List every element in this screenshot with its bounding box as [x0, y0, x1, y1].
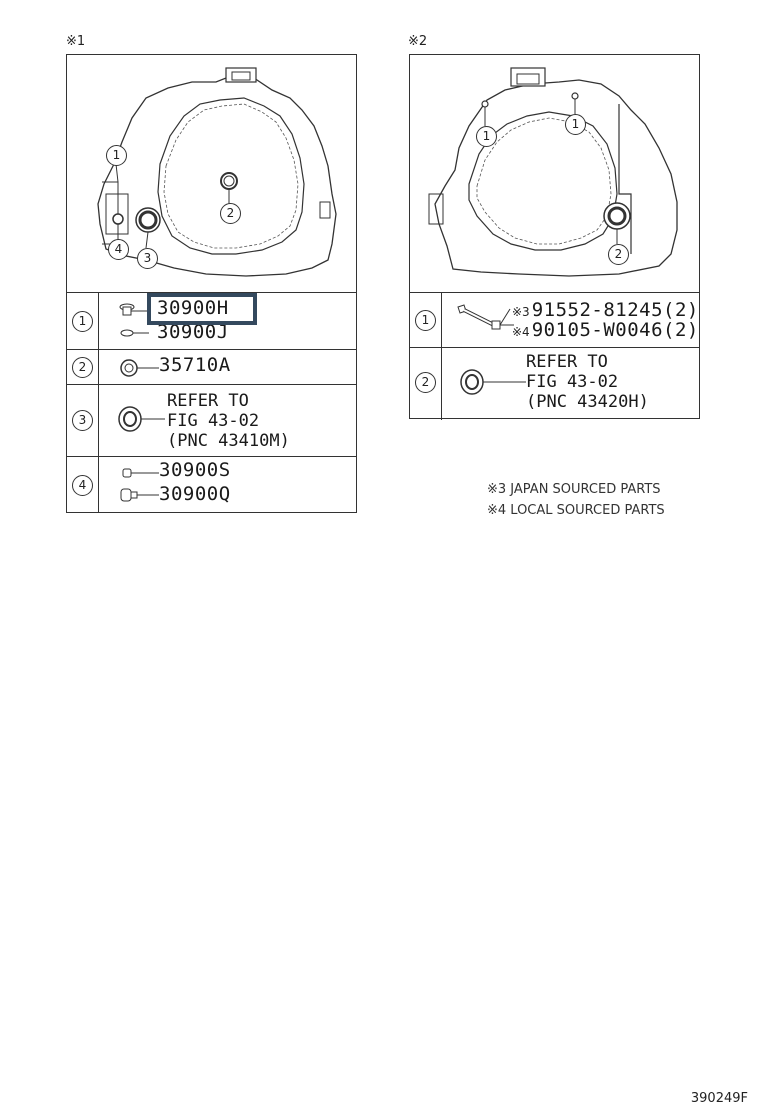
part-number-90105-W0046[interactable]: 90105-W0046(2): [531, 319, 699, 341]
part-number-91552-81245[interactable]: 91552-81245(2): [531, 299, 699, 321]
bolt-icon: [457, 304, 514, 330]
part-number-35710A[interactable]: 35710A: [159, 354, 231, 376]
oil-seal-icon: [460, 369, 526, 395]
panel1-note-label: ※1: [66, 34, 86, 49]
row-number: 1: [72, 311, 93, 332]
panel1-callout-1: 1: [106, 145, 127, 166]
table-row: 2 35710A: [67, 349, 356, 385]
part-number-30900Q[interactable]: 30900Q: [159, 483, 231, 505]
row-number: 3: [72, 410, 93, 431]
local-mark: ※4: [512, 325, 530, 339]
legend-japan-sourced: ※3 JAPAN SOURCED PARTS: [487, 482, 661, 497]
plug-icon: [120, 468, 159, 502]
row-number: 2: [415, 372, 436, 393]
panel1-parts-table: 1 30900H 30900J 2 35710A 3 REFER TO FIG …: [66, 292, 357, 513]
panel1-transaxle-drawing: [66, 54, 357, 293]
panel2-transaxle-drawing: [409, 54, 700, 293]
panel1-callout-2: 2: [220, 203, 241, 224]
panel2-note-label: ※2: [408, 34, 428, 49]
refer-fig-link[interactable]: FIG 43-02: [526, 372, 619, 392]
refer-pnc: (PNC 43420H): [526, 392, 649, 412]
bolt-icon: [119, 303, 149, 337]
highlight-box: [147, 293, 257, 325]
part-number-30900H[interactable]: 30900H: [157, 297, 229, 319]
refer-pnc: (PNC 43410M): [167, 431, 290, 451]
panel1-callout-4: 4: [108, 239, 129, 260]
panel1-callout-3: 3: [137, 248, 158, 269]
part-number-30900S[interactable]: 30900S: [159, 459, 231, 481]
japan-mark: ※3: [512, 305, 530, 319]
panel2-callout-1b: 1: [565, 114, 586, 135]
row-number: 4: [72, 475, 93, 496]
row-number: 1: [415, 310, 436, 331]
row-number: 2: [72, 357, 93, 378]
oil-seal-icon: [118, 406, 165, 432]
oil-seal-icon: [120, 359, 159, 377]
table-row: 4 30900S 30900Q: [67, 456, 356, 513]
refer-line: REFER TO: [167, 391, 249, 411]
table-row: 2 REFER TO FIG 43-02 (PNC 43420H): [410, 347, 699, 420]
refer-fig-link[interactable]: FIG 43-02: [167, 411, 260, 431]
table-row: 1 30900H 30900J: [67, 293, 356, 349]
table-row: 3 REFER TO FIG 43-02 (PNC 43410M): [67, 384, 356, 457]
part-number-30900J[interactable]: 30900J: [157, 321, 229, 343]
panel2-callout-2: 2: [608, 244, 629, 265]
refer-line: REFER TO: [526, 352, 608, 372]
panel2-callout-1a: 1: [476, 126, 497, 147]
legend-local-sourced: ※4 LOCAL SOURCED PARTS: [487, 503, 665, 518]
figure-code: 390249F: [690, 1091, 748, 1106]
